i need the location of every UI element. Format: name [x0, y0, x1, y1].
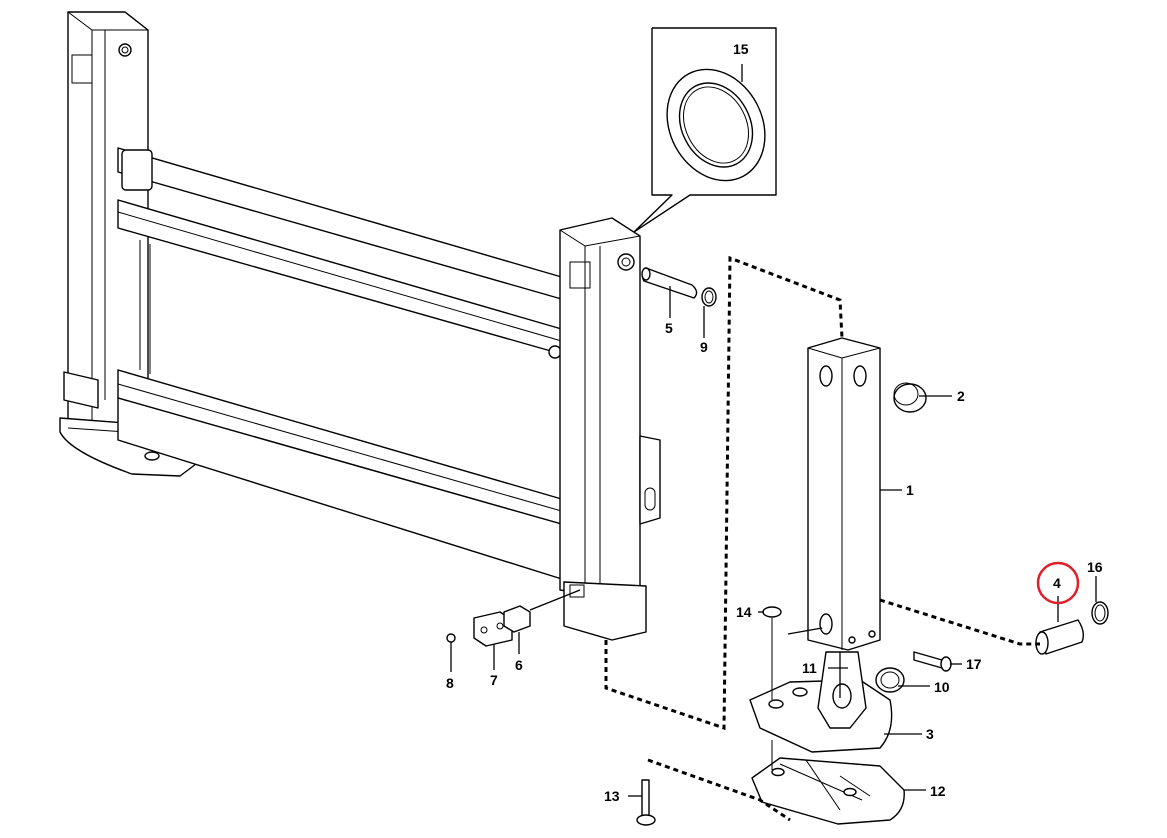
callout-6: 6: [515, 657, 523, 673]
callout-16: 16: [1087, 559, 1103, 575]
frame-rails: [117, 147, 566, 581]
callout-5: 5: [665, 320, 673, 336]
callout-2: 2: [957, 388, 965, 404]
callout-3: 3: [926, 726, 934, 742]
callout-15: 15: [733, 41, 749, 57]
callout-17: 17: [966, 656, 982, 672]
callout-13: 13: [604, 788, 620, 804]
ring-9: [701, 287, 717, 307]
callout-1: 1: [906, 482, 914, 498]
connection-lines: [529, 255, 1040, 822]
ring-16: [1091, 601, 1109, 625]
bolt-13: [636, 779, 656, 826]
washer-10: [875, 667, 905, 693]
bracket-7: [473, 611, 513, 647]
frame-right-upright: [559, 217, 661, 641]
callout-4: 4: [1053, 575, 1061, 591]
callout-12: 12: [930, 783, 946, 799]
support-leg-1: [807, 337, 881, 651]
detail-box-seal: [633, 27, 777, 233]
clip-6: [503, 605, 531, 633]
pin-4: [1035, 619, 1085, 655]
pin-5: [641, 267, 698, 299]
callout-10: 10: [934, 679, 950, 695]
callout-11: 11: [802, 660, 817, 676]
callout-8: 8: [446, 675, 454, 691]
cap-2: [893, 382, 927, 413]
leader-lines: [450, 64, 1097, 797]
screw-8: [446, 633, 456, 643]
callout-labels: 1 2 3 4 5 6 7 8 9 10 11 12 13 14 15 16 1…: [446, 41, 1103, 804]
bolt-17: [913, 651, 952, 672]
base-3: [749, 651, 893, 753]
callout-7: 7: [490, 672, 498, 688]
pad-12: [751, 757, 905, 825]
bolt-14: [762, 606, 782, 770]
callout-9: 9: [700, 339, 708, 355]
highlight-circle: [1036, 561, 1080, 605]
callout-14: 14: [736, 604, 752, 620]
